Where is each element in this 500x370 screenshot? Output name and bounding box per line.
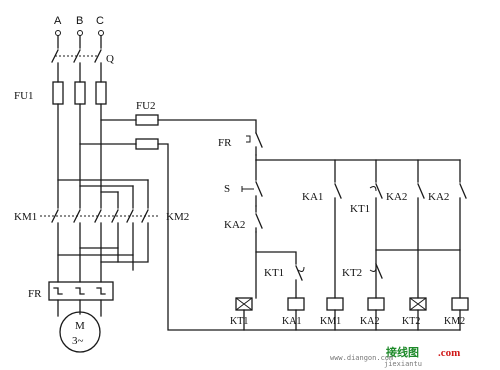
main-switch-q: Q — [51, 35, 114, 83]
phase-c-label: C — [96, 15, 104, 27]
coil-km1-label: KM1 — [320, 316, 341, 327]
fr-contact-label: FR — [218, 137, 232, 149]
thermal-relay-label: FR — [28, 288, 42, 300]
watermark-com-text: .com — [438, 347, 460, 359]
ka1-contact-label: KA1 — [302, 191, 323, 203]
fuse-fu2-lower-icon — [135, 138, 159, 150]
coil-km1-icon — [326, 297, 344, 311]
control-circuit: FR S KA2 KT1 KA1 KT1 KA2 KT2 KA2 — [218, 132, 469, 331]
coil-km1: KM1 — [320, 297, 344, 331]
motor-m-label: M — [75, 320, 85, 332]
watermark-sub-text: jiexiantu — [384, 360, 422, 368]
terminal-a-icon — [55, 30, 61, 36]
kt1-delay-contact-label: KT1 — [264, 267, 284, 279]
fuse-fu1-label: FU1 — [14, 90, 34, 102]
thermal-element-icon — [53, 287, 106, 295]
coil-km2: KM2 — [444, 297, 469, 331]
switch-q-label: Q — [106, 53, 114, 65]
watermark-chinese-text: 接线图 — [386, 345, 419, 359]
main-contacts: KM1 KM2 — [14, 179, 189, 283]
coil-kt2: KT2 — [402, 297, 427, 331]
start-button-label: S — [224, 183, 230, 195]
terminal-b-icon — [77, 30, 83, 36]
coil-km2-icon — [451, 297, 469, 311]
kt2-delay-contact-label: KT2 — [342, 267, 362, 279]
coil-km2-label: KM2 — [444, 316, 465, 327]
ka2-contact-right-label: KA2 — [428, 191, 449, 203]
fuses-fu2: FU2 — [79, 100, 461, 331]
coil-ka1-icon — [287, 297, 305, 311]
contactor-km1-label: KM1 — [14, 211, 37, 223]
coil-kt2-label: KT2 — [402, 316, 420, 327]
motor: M 3~ — [59, 311, 101, 353]
fuse-c-icon — [95, 81, 107, 105]
phase-a-label: A — [54, 15, 62, 27]
motor-icon — [59, 311, 101, 353]
coil-ka1: KA1 — [282, 297, 305, 331]
fuse-fu2-label: FU2 — [136, 100, 156, 112]
coil-ka2-icon — [367, 297, 385, 311]
contactor-km2-label: KM2 — [166, 211, 189, 223]
fuse-fu2-upper-icon — [135, 114, 159, 126]
fuses-fu1: FU1 — [14, 81, 107, 209]
coil-ka2: KA2 — [360, 297, 385, 331]
coil-ka2-label: KA2 — [360, 316, 379, 327]
watermark: 接线图 .com www.diangon.com jiexiantu — [330, 345, 460, 368]
ka2-contact-left-label: KA2 — [224, 219, 245, 231]
fuse-b-icon — [74, 81, 86, 105]
thermal-relay-box — [48, 281, 114, 301]
watermark-url-text: www.diangon.com — [330, 354, 393, 362]
motor-phase-label: 3~ — [72, 335, 84, 347]
coil-kt1-label: KT1 — [230, 316, 248, 327]
ka2-contact-mid-label: KA2 — [386, 191, 407, 203]
terminal-c-icon — [98, 30, 104, 36]
coil-ka1-label: KA1 — [282, 316, 301, 327]
thermal-relay-main: FR — [28, 281, 114, 317]
phase-terminals: A B C — [54, 15, 104, 36]
fuse-a-icon — [52, 81, 64, 105]
phase-b-label: B — [76, 15, 83, 27]
coil-kt1: KT1 — [230, 297, 253, 331]
kt1-delay-contact-mid-label: KT1 — [350, 203, 370, 215]
